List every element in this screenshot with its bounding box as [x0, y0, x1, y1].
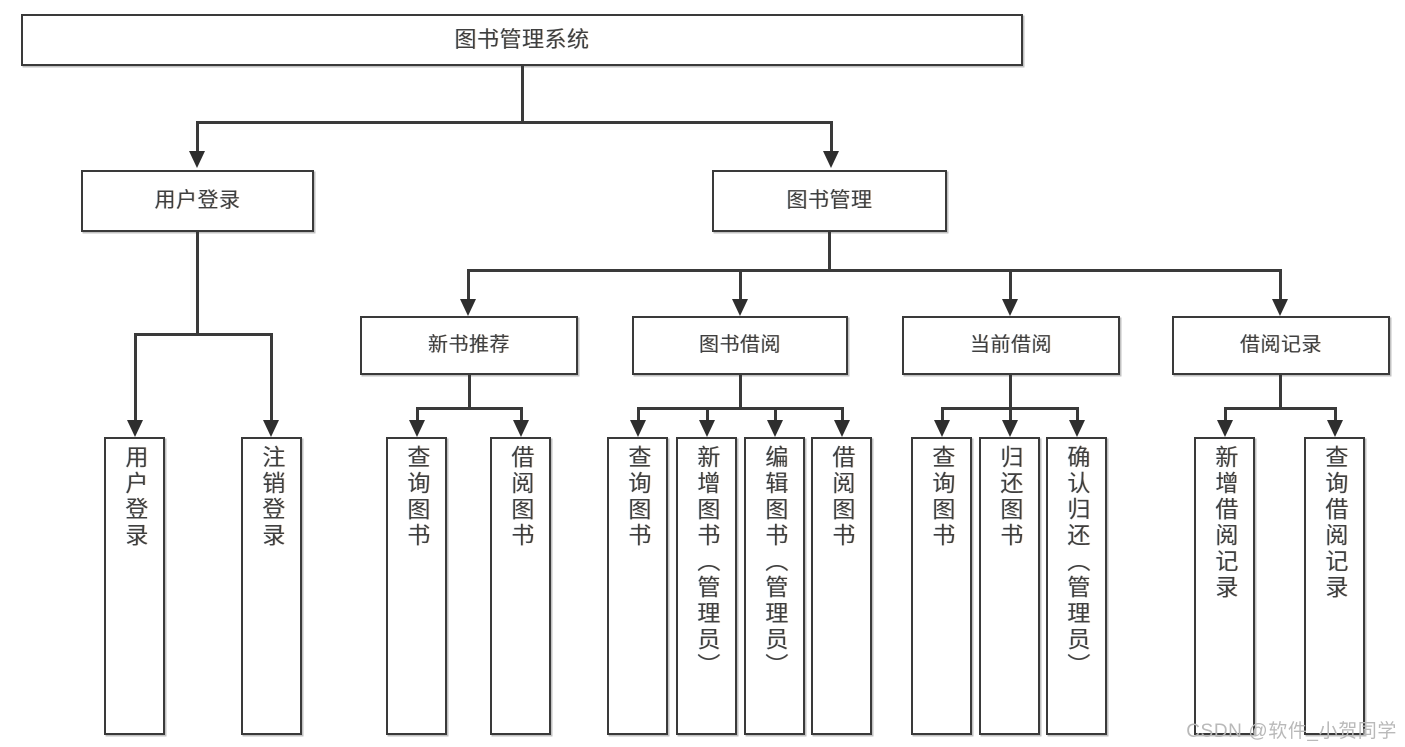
arrow-to-leaf-confirm-return	[1069, 420, 1085, 437]
node-label: 借阅图书	[507, 445, 534, 549]
arrow-to-leaf-logout	[263, 420, 279, 437]
node-label: 用户登录	[154, 188, 241, 212]
node-label: 当前借阅	[970, 334, 1052, 356]
node-label: 查询图书	[928, 445, 955, 549]
connector-book-borrow-bus	[637, 407, 843, 410]
arrow-to-book-manage	[823, 151, 839, 168]
connector-book-manage-stem	[828, 232, 831, 271]
node-label: 图书管理	[786, 188, 873, 212]
node-label: 用户登录	[121, 445, 148, 549]
node-label: 图书借阅	[699, 334, 781, 356]
connector-root-drop-left	[196, 121, 199, 151]
arrow-to-leaf-query-record	[1327, 420, 1343, 437]
connector-current-borrow-stem	[1009, 375, 1012, 409]
connector-new-book-stem	[468, 375, 471, 409]
node-borrow-record[interactable]: 借阅记录	[1172, 316, 1390, 375]
connector-l3-drop-3	[1009, 269, 1012, 299]
connector-new-book-bus	[416, 407, 522, 410]
connector-l3-drop-2	[739, 269, 742, 299]
connector-book-manage-bus	[467, 269, 1281, 272]
arrow-to-borrow-record	[1272, 299, 1288, 316]
node-label: 借阅图书	[828, 445, 855, 549]
connector-root-stem	[521, 66, 524, 122]
connector-br-drop-2	[1334, 407, 1337, 420]
leaf-query-book-borrow[interactable]: 查询图书	[607, 437, 668, 735]
connector-bb-drop-1	[637, 407, 640, 420]
node-book-borrow[interactable]: 图书借阅	[632, 316, 848, 375]
connector-root-drop-right	[830, 121, 833, 151]
node-label: 新增图书（管理员）	[693, 445, 720, 679]
connector-cb-drop-3	[1076, 407, 1079, 420]
arrow-to-leaf-query-book-a	[409, 420, 425, 437]
arrow-to-leaf-query-book-c	[934, 420, 950, 437]
arrow-to-leaf-user-login	[127, 420, 143, 437]
connector-root-bus	[196, 121, 833, 124]
arrow-to-leaf-borrow-book-a	[513, 420, 529, 437]
connector-bb-drop-4	[841, 407, 844, 420]
arrow-to-new-book-rec	[460, 299, 476, 316]
node-label: 查询图书	[403, 445, 430, 549]
node-label: 查询图书	[624, 445, 651, 549]
connector-l3-drop-4	[1279, 269, 1282, 299]
watermark-text: CSDN @软件_小贺同学	[1186, 721, 1397, 742]
connector-user-login-drop-2	[270, 333, 273, 420]
node-user-login[interactable]: 用户登录	[81, 170, 314, 232]
node-label: 借阅记录	[1240, 334, 1322, 356]
leaf-add-book-admin[interactable]: 新增图书（管理员）	[676, 437, 737, 735]
leaf-edit-book-admin[interactable]: 编辑图书（管理员）	[744, 437, 805, 735]
connector-new-book-drop-1	[416, 407, 419, 420]
leaf-user-login[interactable]: 用户登录	[104, 437, 165, 735]
leaf-confirm-return-admin[interactable]: 确认归还（管理员）	[1046, 437, 1107, 735]
arrow-to-leaf-borrow-book-b	[834, 420, 850, 437]
arrow-to-book-borrow	[732, 299, 748, 316]
node-label: 新增借阅记录	[1211, 445, 1238, 601]
leaf-borrow-book[interactable]: 借阅图书	[811, 437, 872, 735]
connector-user-login-drop-1	[134, 333, 137, 420]
leaf-borrow-book-new[interactable]: 借阅图书	[490, 437, 551, 735]
leaf-query-book-new[interactable]: 查询图书	[386, 437, 447, 735]
connector-user-login-stem	[196, 232, 199, 334]
leaf-return-book[interactable]: 归还图书	[979, 437, 1040, 735]
node-book-management[interactable]: 图书管理	[712, 170, 947, 232]
arrow-to-leaf-add-book	[699, 420, 715, 437]
connector-bb-drop-2	[706, 407, 709, 420]
node-label: 查询借阅记录	[1321, 445, 1348, 601]
leaf-query-borrow-record[interactable]: 查询借阅记录	[1304, 437, 1365, 735]
connector-l3-drop-1	[467, 269, 470, 299]
leaf-logout[interactable]: 注销登录	[241, 437, 302, 735]
connector-bb-drop-3	[774, 407, 777, 420]
connector-cb-drop-1	[941, 407, 944, 420]
connector-cb-drop-2	[1009, 407, 1012, 420]
node-label: 归还图书	[996, 445, 1023, 549]
arrow-to-user-login	[189, 151, 205, 168]
connector-br-drop-1	[1224, 407, 1227, 420]
leaf-add-borrow-record[interactable]: 新增借阅记录	[1194, 437, 1255, 735]
arrow-to-leaf-add-record	[1217, 420, 1233, 437]
connector-borrow-record-stem	[1279, 375, 1282, 409]
node-root-system[interactable]: 图书管理系统	[21, 14, 1023, 66]
leaf-query-book-current[interactable]: 查询图书	[911, 437, 972, 735]
node-label: 新书推荐	[428, 334, 510, 356]
node-new-book-recommend[interactable]: 新书推荐	[360, 316, 578, 375]
arrow-to-leaf-query-book-b	[630, 420, 646, 437]
connector-borrow-record-bus	[1224, 407, 1336, 410]
arrow-to-leaf-return-book	[1002, 420, 1018, 437]
connector-book-borrow-stem	[739, 375, 742, 409]
node-label: 编辑图书（管理员）	[761, 445, 788, 679]
connector-user-login-bus	[134, 333, 272, 336]
node-label: 图书管理系统	[454, 27, 590, 53]
node-label: 注销登录	[258, 445, 285, 549]
node-current-borrow[interactable]: 当前借阅	[902, 316, 1120, 375]
node-label: 确认归还（管理员）	[1063, 445, 1090, 679]
arrow-to-leaf-edit-book	[767, 420, 783, 437]
connector-new-book-drop-2	[520, 407, 523, 420]
arrow-to-current-borrow	[1002, 299, 1018, 316]
